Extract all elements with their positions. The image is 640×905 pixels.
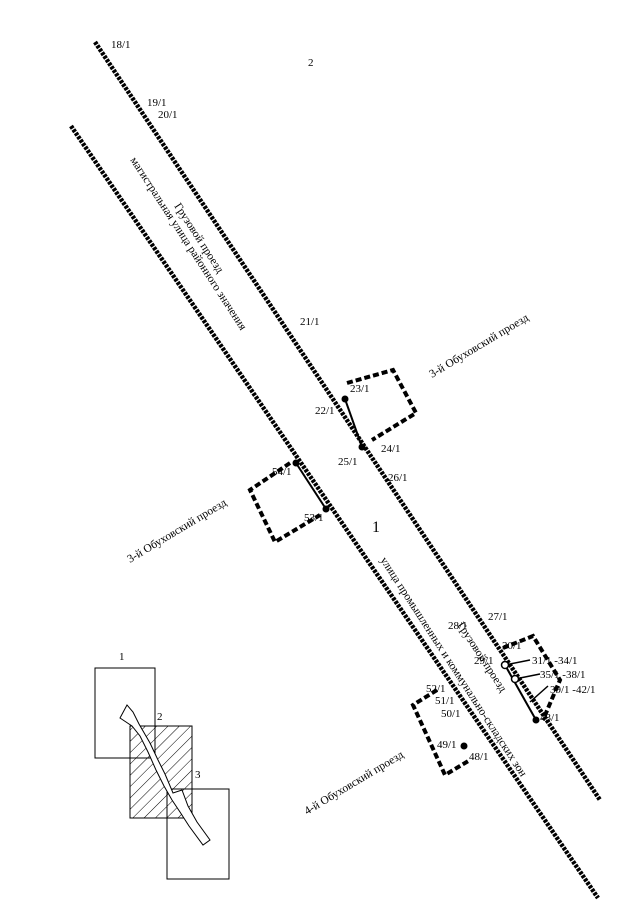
- inset-sheet-1: [94, 667, 156, 759]
- vertex-marker: [500, 660, 510, 670]
- point-label: 48/1: [469, 751, 489, 763]
- point-label: 18/1: [111, 39, 131, 51]
- zone-number-center: 1: [372, 519, 380, 536]
- point-label: 22/1: [315, 405, 335, 417]
- street-label-obukhovsky3-right: 3-й Обуховский проезд: [427, 312, 531, 381]
- point-label: 19/1: [147, 97, 167, 109]
- inset-sheet-3-label: 3: [195, 769, 201, 781]
- street-label-obukhovsky4: 4-й Обуховский проезд: [302, 749, 406, 818]
- point-label: 23/1: [350, 383, 370, 395]
- segment-54-53: [295, 462, 327, 510]
- vertex-marker: [322, 505, 330, 513]
- zone-number-north: 2: [308, 57, 314, 69]
- inset-sheet-3: [166, 788, 230, 880]
- point-label: 28/1: [448, 620, 468, 632]
- street-label-obukhovsky3-left: 3-й Обуховский проезд: [125, 497, 229, 566]
- vertex-marker: [460, 742, 468, 750]
- point-label: 43/1: [540, 712, 560, 724]
- parcel-outline-30: [502, 633, 563, 721]
- vertex-marker: [358, 443, 366, 451]
- point-label: 21/1: [300, 316, 320, 328]
- vertex-marker: [532, 716, 540, 724]
- point-label: 27/1: [488, 611, 508, 623]
- parcel-outline-48: [410, 688, 472, 778]
- point-label: 30/1: [502, 640, 522, 652]
- point-label: 39/1 -42/1: [550, 684, 596, 696]
- point-label: 50/1: [441, 708, 461, 720]
- vertex-marker: [510, 674, 520, 684]
- parcel-outline-23: [346, 367, 419, 442]
- point-label: 20/1: [158, 109, 178, 121]
- point-label: 52/1: [426, 683, 446, 695]
- point-label: 49/1: [437, 739, 457, 751]
- segment-branch-39: [529, 685, 549, 703]
- point-label: 54/1: [272, 466, 292, 478]
- point-label: 24/1: [381, 443, 401, 455]
- point-label: 53/1: [304, 512, 324, 524]
- point-label: 26/1: [388, 472, 408, 484]
- boundary-line-south: [69, 124, 600, 900]
- segment-29-43: [504, 664, 537, 721]
- point-label: 25/1: [338, 456, 358, 468]
- segment-22-25: [344, 398, 363, 448]
- inset-sheet-2-label: 2: [157, 711, 163, 723]
- point-label: 35/1 -38/1: [540, 669, 586, 681]
- vertex-marker: [341, 395, 349, 403]
- point-label: 31/1 -34/1: [532, 655, 578, 667]
- point-label: 29/1: [474, 655, 494, 667]
- inset-sheet-1-label: 1: [119, 651, 125, 663]
- inset-route-icon: [119, 704, 211, 846]
- inset-sheet-index: 1 2 3: [94, 651, 230, 880]
- boundary-line-north: [93, 40, 602, 802]
- point-label: 51/1: [435, 695, 455, 707]
- parcel-outline-53: [247, 461, 322, 545]
- vertex-marker: [292, 459, 300, 467]
